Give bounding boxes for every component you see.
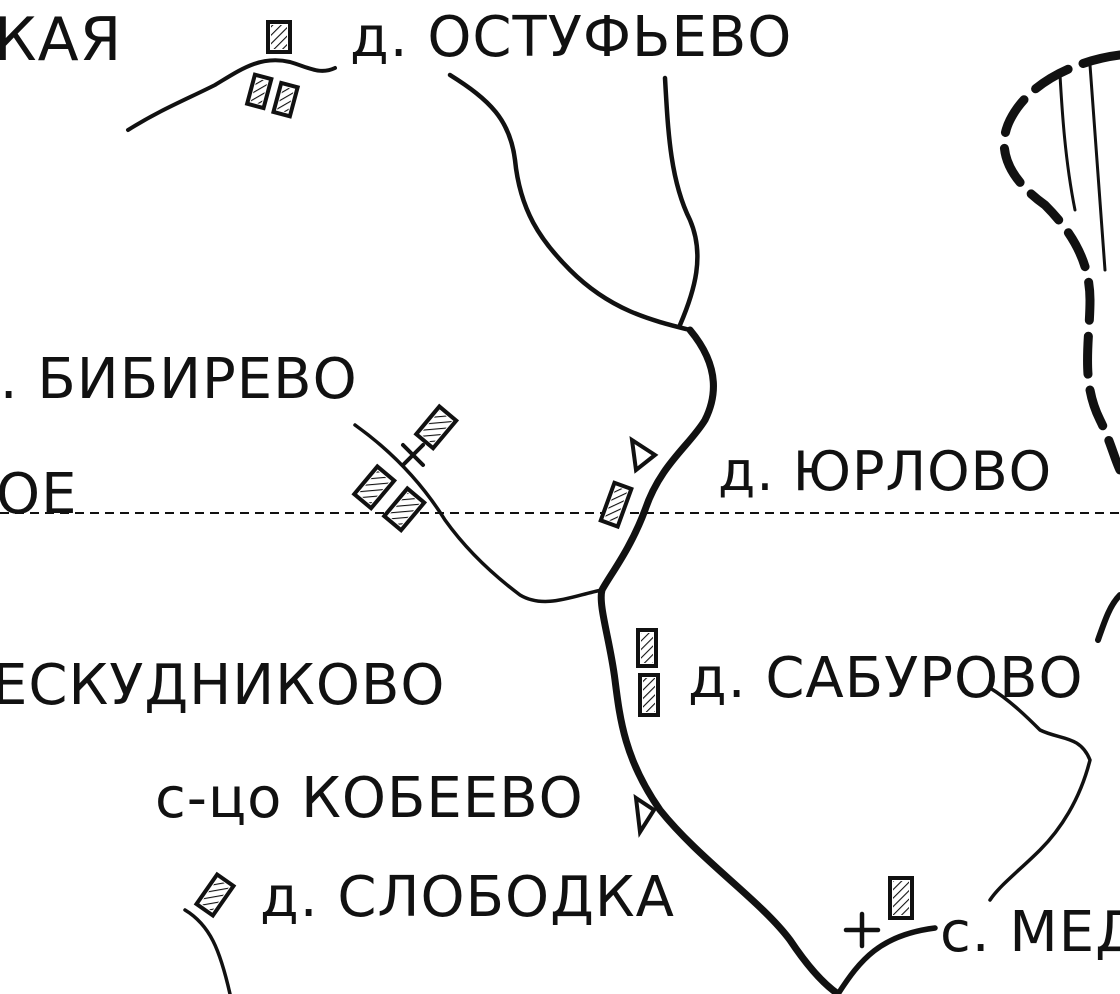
main-river xyxy=(597,326,842,994)
settlement-symbol xyxy=(266,20,292,54)
right-road-dashed xyxy=(999,50,1120,475)
settlement-symbol xyxy=(888,876,914,920)
bibirevo-stream xyxy=(353,423,604,604)
right-road-inner-line-2 xyxy=(1088,63,1107,272)
slobodka-stream xyxy=(183,908,232,994)
mound-symbol xyxy=(629,435,659,474)
label-oe: ОЕ xyxy=(0,462,78,527)
settlement-symbol xyxy=(413,403,460,452)
label-med: с. МЕД xyxy=(940,900,1120,965)
label-bibirevo: с. БИБИРЕВО xyxy=(0,347,358,412)
settlement-symbol xyxy=(598,480,634,530)
label-saburovo: д. САБУРОВО xyxy=(688,646,1084,711)
label-slobodka: д. СЛОБОДКА xyxy=(260,865,675,930)
east-river-upper xyxy=(1095,592,1120,643)
settlement-symbol xyxy=(244,72,274,111)
label-beskudnikovo: ЕСКУДНИКОВО xyxy=(0,653,446,718)
ostufevo-stream xyxy=(126,58,337,132)
mound-symbol xyxy=(633,793,657,838)
east-river xyxy=(988,686,1092,902)
label-yurlovo: д. ЮРЛОВО xyxy=(718,440,1053,503)
river-tributary-west xyxy=(447,72,693,333)
label-ostufevo: д. ОСТУФЬЕВО xyxy=(350,5,793,70)
church-cross-symbol xyxy=(843,911,881,949)
label-kaya: КАЯ xyxy=(0,5,123,75)
church-cross-symbol xyxy=(401,443,425,467)
settlement-symbol xyxy=(351,463,398,512)
label-kobeevo: с-цо КОБЕЕВО xyxy=(155,766,584,831)
settlement-symbol xyxy=(638,673,660,717)
settlement-symbol xyxy=(271,80,301,119)
settlement-symbol xyxy=(193,871,237,919)
settlement-symbol xyxy=(381,485,428,534)
river-tributary-east xyxy=(662,75,700,328)
right-road-inner-line xyxy=(1058,73,1077,212)
settlement-symbol xyxy=(636,628,658,668)
med-stream xyxy=(835,925,938,994)
